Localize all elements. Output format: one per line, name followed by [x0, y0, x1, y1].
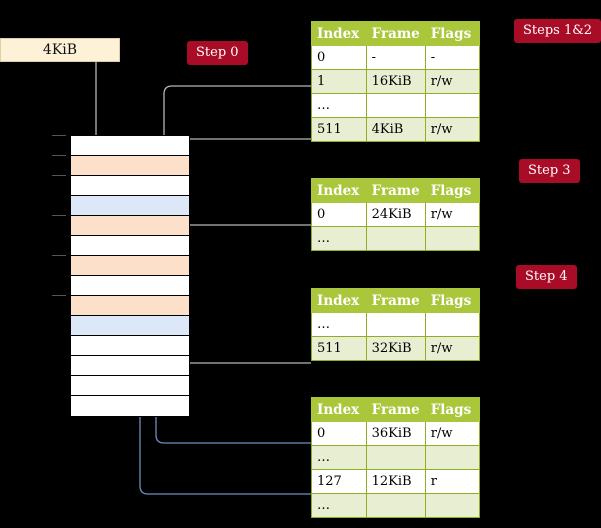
table-cell-index: 127	[311, 469, 367, 494]
column-header-flags: Flags	[424, 397, 481, 422]
memory-frame-tick	[52, 295, 66, 296]
memory-frame-row	[70, 315, 190, 337]
table-cell-index: 0	[311, 45, 367, 70]
table-row: …	[311, 493, 481, 518]
table-cell-frame: 32KiB	[365, 336, 426, 361]
table-cell-flags	[424, 445, 481, 470]
column-header-index: Index	[311, 288, 367, 313]
memory-frame-tick	[52, 255, 66, 256]
memory-frame-row	[70, 235, 190, 257]
column-header-flags: Flags	[424, 288, 481, 313]
memory-frame-row	[70, 135, 190, 157]
memory-frame-row	[70, 375, 190, 397]
table-cell-flags: r/w	[424, 336, 481, 361]
table-cell-frame	[365, 226, 426, 251]
table-cell-frame: 16KiB	[365, 69, 426, 94]
column-header-flags: Flags	[424, 178, 481, 203]
wire-steps12-a	[163, 85, 311, 154]
table-cell-index: 1	[311, 69, 367, 94]
table-cell-flags: r	[424, 469, 481, 494]
table-row: …	[311, 445, 481, 470]
wire-result-36kib	[149, 328, 311, 444]
table-cell-frame: 4KiB	[365, 117, 426, 142]
memory-frame-row	[70, 195, 190, 217]
table-cell-flags: r/w	[424, 202, 481, 227]
memory-frame-tick	[52, 155, 66, 156]
memory-frame-row	[70, 395, 190, 417]
column-header-frame: Frame	[365, 288, 426, 313]
table-cell-index: …	[311, 445, 367, 470]
table-cell-frame	[365, 312, 426, 337]
memory-frame-row	[70, 355, 190, 377]
table-cell-index: …	[311, 226, 367, 251]
column-header-frame: Frame	[365, 21, 426, 46]
memory-frame-row	[70, 215, 190, 237]
wire-result-12kib	[133, 210, 311, 495]
memory-frame-tick	[52, 175, 66, 176]
column-header-flags: Flags	[424, 21, 481, 46]
table-cell-flags: r/w	[424, 69, 481, 94]
table-cell-index: …	[311, 93, 367, 118]
column-header-index: Index	[311, 178, 367, 203]
column-header-frame: Frame	[365, 397, 426, 422]
table-cell-frame: 36KiB	[365, 421, 426, 446]
table-row: …	[311, 93, 481, 118]
table-row: …	[311, 312, 481, 337]
table-row: …	[311, 226, 481, 251]
table-cell-frame: 24KiB	[365, 202, 426, 227]
table-cell-index: 511	[311, 117, 367, 142]
table-cell-index: …	[311, 312, 367, 337]
column-header-index: Index	[311, 21, 367, 46]
table-cell-index: …	[311, 493, 367, 518]
memory-frame-row	[70, 175, 190, 197]
table-cell-frame: 12KiB	[365, 469, 426, 494]
memory-frame-row	[70, 155, 190, 177]
table-cell-flags	[424, 493, 481, 518]
table-cell-frame	[365, 493, 426, 518]
source-frame-label: 4KiB	[42, 42, 78, 58]
table-cell-index: 0	[311, 202, 367, 227]
source-frame-box: 4KiB	[0, 38, 120, 62]
table-cell-flags: r/w	[424, 421, 481, 446]
memory-frame-row	[70, 255, 190, 277]
table-cell-flags: -	[424, 45, 481, 70]
physical-memory-column	[52, 135, 190, 417]
step-badge-step4: Step 4	[516, 265, 577, 289]
memory-frame-tick	[52, 135, 66, 136]
table-cell-frame	[365, 445, 426, 470]
table-cell-flags	[424, 93, 481, 118]
table-cell-flags: r/w	[424, 117, 481, 142]
table-cell-index: 0	[311, 421, 367, 446]
column-header-frame: Frame	[365, 178, 426, 203]
memory-frame-tick	[52, 215, 66, 216]
memory-frame-row	[70, 335, 190, 357]
step-badge-steps12: Steps 1&2	[514, 19, 601, 43]
table-cell-frame	[365, 93, 426, 118]
table-cell-flags	[424, 226, 481, 251]
table-row: 0--	[311, 45, 481, 70]
table-cell-frame: -	[365, 45, 426, 70]
step-badge-step3: Step 3	[519, 159, 580, 183]
memory-frame-row	[70, 275, 190, 297]
memory-frame-row	[70, 295, 190, 317]
step-badge-step0: Step 0	[187, 41, 248, 65]
column-header-index: Index	[311, 397, 367, 422]
wire-step4	[170, 300, 311, 364]
table-cell-flags	[424, 312, 481, 337]
table-cell-index: 511	[311, 336, 367, 361]
